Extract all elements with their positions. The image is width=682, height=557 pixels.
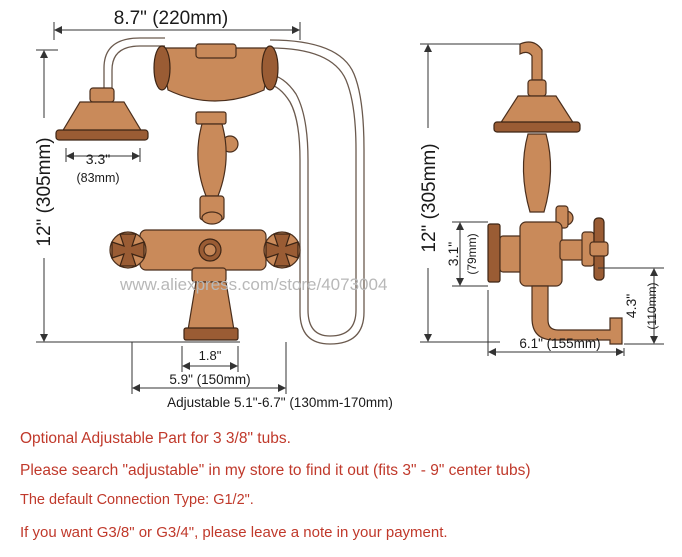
side-valve-body [519,221,563,287]
front-view: 8.7" (220mm) 12" (305mm) 3.3" (83mm) [34,6,393,410]
head-diameter-mm-label: (83mm) [76,171,119,185]
note-default-connection: The default Connection Type: G1/2". [20,492,254,508]
riser-column [197,123,227,197]
side-shower-arm [519,41,543,81]
shower-head [60,101,144,133]
mount-height-mm-label: (79mm) [465,233,479,274]
width-top-label: 8.7" (220mm) [114,8,228,29]
wall-flange [487,223,501,283]
head-diameter-in-label: 3.3" [86,151,110,167]
spout-drop-mm-label: (110mm) [645,282,659,329]
mount-height-in-label: 3.1" [445,242,461,266]
height-left-label: 12" (305mm) [34,137,55,246]
side-view: 12" (305mm) 3.1" (79mm) 4.3" (110mm) 6.1… [418,41,664,356]
note-search-adjustable: Please search "adjustable" in my store t… [20,462,531,479]
adjustable-label: Adjustable 5.1"-6.7" (130mm-170mm) [167,395,393,410]
side-spout [531,285,623,345]
store-watermark: www.aliexpress.com/store/4073004 [119,275,387,294]
side-shower-head [498,95,576,125]
right-cross-handle [263,231,301,269]
shower-head-neck [89,87,115,103]
side-riser [522,133,552,213]
spout-drop-in-label: 4.3" [623,294,639,318]
handset-cradle [159,47,273,102]
spout-reach-label: 6.1" (155mm) [519,336,600,351]
height-right-label: 12" (305mm) [419,143,440,252]
note-optional-part: Optional Adjustable Part for 3 3/8" tubs… [20,430,291,447]
side-cross-handle [581,217,609,281]
hose-top-left [111,45,165,92]
center-small-label: 1.8" [199,348,222,363]
spread-label: 5.9" (150mm) [169,372,250,387]
note-connection-options: If you want G3/8" or G3/4", please leave… [20,524,448,541]
hose-loop [267,47,357,337]
left-cross-handle [109,231,147,269]
